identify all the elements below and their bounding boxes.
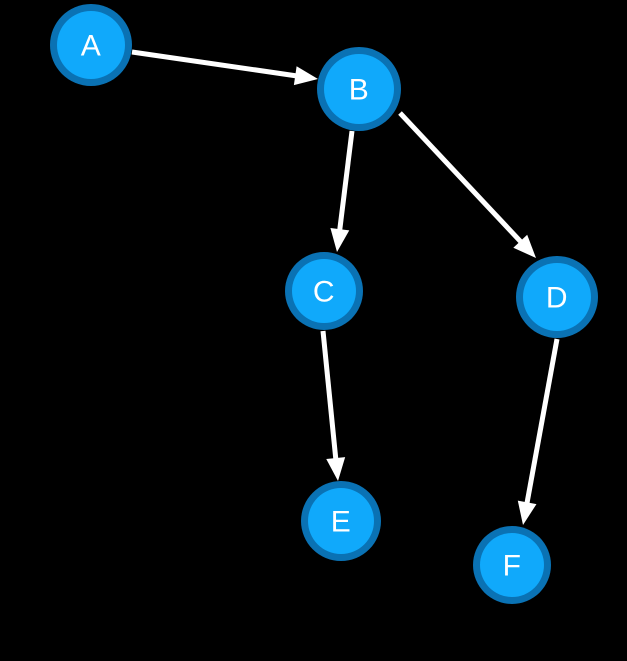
node-fill (57, 11, 125, 79)
node-label: F (503, 550, 522, 583)
nodes-layer: A B C D E F (50, 4, 598, 604)
edge-b-to-d (398, 111, 536, 258)
node-label: B (349, 74, 370, 107)
node-label: D (546, 282, 568, 315)
node-fill (523, 263, 591, 331)
arrowhead-icon (293, 66, 318, 86)
arrowhead-icon (330, 228, 350, 252)
arrowhead-icon (517, 500, 537, 525)
node-label: A (81, 30, 102, 63)
edge-line (337, 130, 355, 232)
edges-layer (131, 49, 560, 525)
arrowhead-icon (513, 234, 536, 258)
edge-line (398, 111, 524, 245)
graph-node-e[interactable]: E (301, 481, 381, 561)
node-label: C (313, 276, 335, 309)
graph-node-a[interactable]: A (50, 4, 132, 86)
edge-b-to-c (330, 130, 355, 252)
edge-line (320, 330, 339, 461)
node-fill (292, 259, 356, 323)
edge-line (524, 338, 560, 505)
graph-node-c[interactable]: C (285, 252, 363, 330)
edge-c-to-e (320, 330, 346, 481)
node-label: E (331, 506, 352, 539)
arrowhead-icon (326, 457, 346, 481)
graph-node-d[interactable]: D (516, 256, 598, 338)
edge-d-to-f (517, 338, 560, 525)
graph-node-f[interactable]: F (473, 526, 551, 604)
graph-node-b[interactable]: B (317, 47, 401, 131)
node-fill (308, 488, 374, 554)
node-fill (324, 54, 394, 124)
edge-a-to-b (131, 49, 318, 86)
edge-line (131, 49, 298, 79)
node-fill (480, 533, 544, 597)
